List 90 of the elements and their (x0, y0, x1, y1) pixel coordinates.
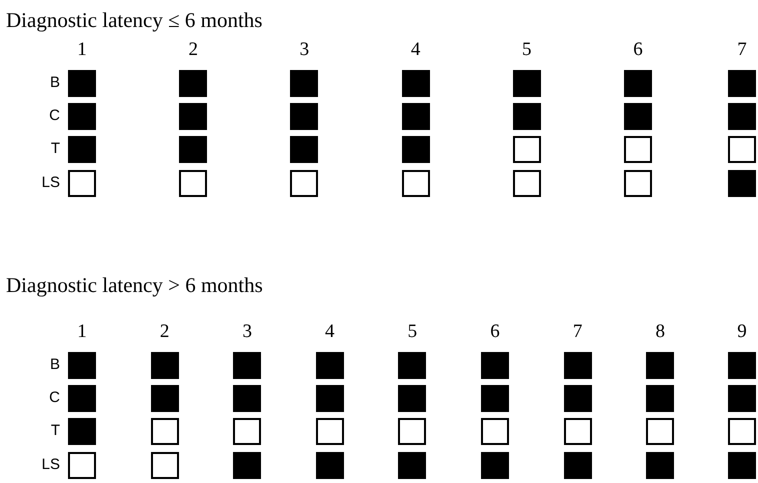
column-number: 1 (77, 322, 87, 341)
row-label: LS (40, 175, 60, 190)
filled-square (398, 385, 426, 412)
column-number: 8 (655, 322, 665, 341)
filled-square (150, 352, 179, 379)
filled-square (179, 70, 208, 97)
empty-square (512, 136, 541, 163)
row-label: B (48, 357, 60, 372)
column-number: 3 (242, 322, 252, 341)
filled-square (728, 452, 756, 479)
filled-square (646, 352, 674, 379)
row-label: B (48, 75, 60, 90)
filled-square (402, 103, 430, 130)
filled-square (481, 352, 509, 379)
row-label: T (50, 423, 60, 438)
filled-square (728, 103, 756, 130)
filled-square (728, 70, 756, 97)
empty-square (290, 170, 318, 197)
filled-square (398, 452, 426, 479)
filled-square (728, 385, 756, 412)
filled-square (564, 452, 592, 479)
column-number: 4 (410, 40, 420, 59)
empty-square (150, 418, 179, 445)
filled-square (624, 103, 652, 130)
filled-square (179, 103, 208, 130)
row-label: LS (40, 457, 60, 472)
empty-square (564, 418, 592, 445)
filled-square (316, 352, 344, 379)
empty-square (179, 170, 208, 197)
filled-square (179, 136, 208, 163)
empty-square (398, 418, 426, 445)
column-number: 6 (490, 322, 500, 341)
column-number: 3 (300, 40, 310, 59)
column-number: 7 (572, 322, 582, 341)
filled-square (646, 385, 674, 412)
empty-square (481, 418, 509, 445)
filled-square (564, 385, 592, 412)
panel-title: Diagnostic latency > 6 months (6, 275, 263, 296)
filled-square (646, 452, 674, 479)
column-number: 7 (737, 40, 747, 59)
filled-square (233, 385, 262, 412)
filled-square (68, 385, 96, 412)
filled-square (233, 352, 262, 379)
filled-square (68, 136, 96, 163)
filled-square (728, 170, 756, 197)
filled-square (150, 385, 179, 412)
filled-square (290, 70, 318, 97)
filled-square (728, 352, 756, 379)
filled-square (481, 385, 509, 412)
column-number: 4 (325, 322, 335, 341)
empty-square (233, 418, 262, 445)
filled-square (402, 70, 430, 97)
filled-square (316, 385, 344, 412)
filled-square (624, 70, 652, 97)
row-label: C (48, 390, 60, 405)
filled-square (68, 70, 96, 97)
filled-square (398, 352, 426, 379)
row-label: C (48, 108, 60, 123)
empty-square (728, 136, 756, 163)
filled-square (512, 70, 541, 97)
filled-square (68, 418, 96, 445)
filled-square (316, 452, 344, 479)
empty-square (646, 418, 674, 445)
empty-square (68, 452, 96, 479)
empty-square (68, 170, 96, 197)
column-number: 6 (633, 40, 643, 59)
column-number: 9 (737, 322, 747, 341)
filled-square (233, 452, 262, 479)
empty-square (402, 170, 430, 197)
empty-square (512, 170, 541, 197)
filled-square (290, 103, 318, 130)
filled-square (402, 136, 430, 163)
empty-square (624, 170, 652, 197)
empty-square (150, 452, 179, 479)
column-number: 5 (408, 322, 418, 341)
filled-square (481, 452, 509, 479)
row-label: T (50, 141, 60, 156)
column-number: 2 (188, 40, 198, 59)
empty-square (316, 418, 344, 445)
filled-square (290, 136, 318, 163)
filled-square (512, 103, 541, 130)
empty-square (624, 136, 652, 163)
column-number: 2 (160, 322, 170, 341)
column-number: 5 (522, 40, 532, 59)
filled-square (564, 352, 592, 379)
filled-square (68, 103, 96, 130)
filled-square (68, 352, 96, 379)
empty-square (728, 418, 756, 445)
column-number: 1 (77, 40, 87, 59)
panel-title: Diagnostic latency ≤ 6 months (6, 10, 262, 31)
